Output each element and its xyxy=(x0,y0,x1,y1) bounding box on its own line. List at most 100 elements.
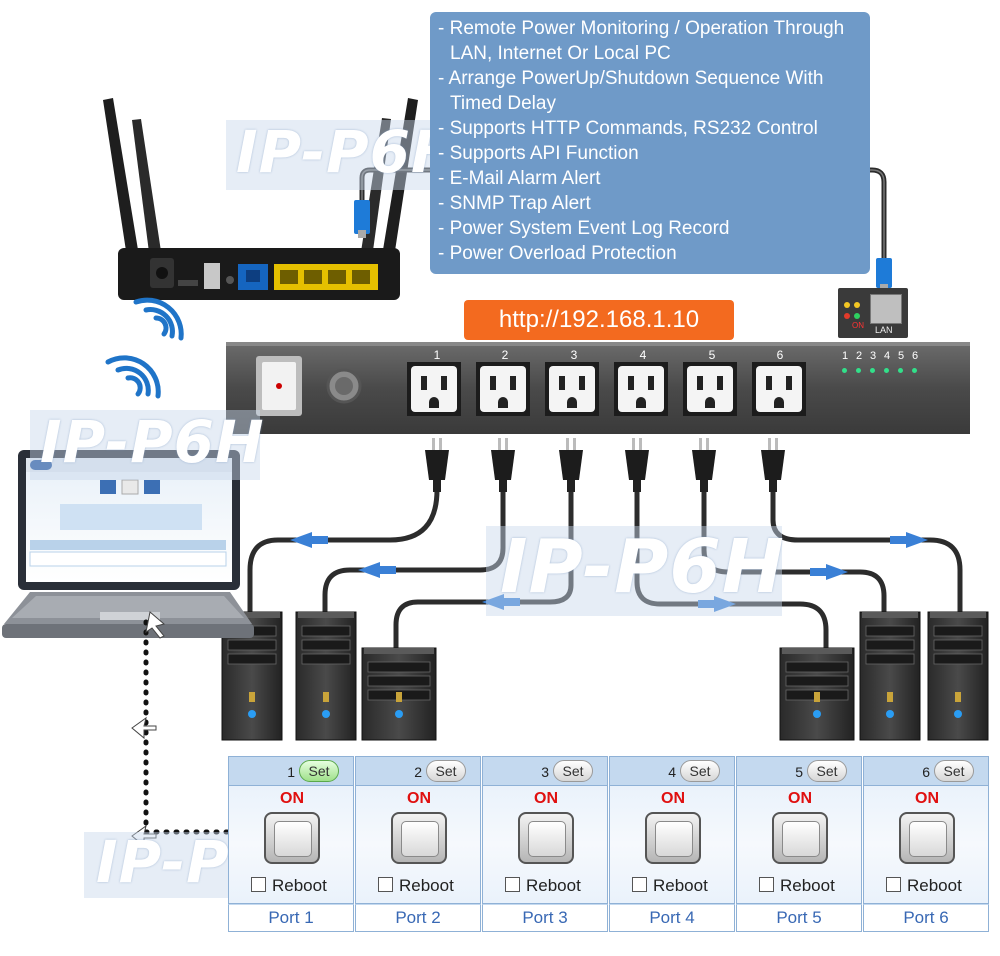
port-body: ON Reboot xyxy=(355,786,481,904)
feature-item: - Remote Power Monitoring / Operation Th… xyxy=(438,18,845,39)
feature-item: - E-Mail Alarm Alert xyxy=(438,168,601,189)
reboot-label: Reboot xyxy=(907,876,962,895)
power-plug xyxy=(692,438,716,492)
feature-item: - Power Overload Protection xyxy=(438,243,677,264)
led-number: 3 xyxy=(869,350,877,362)
port-status-led xyxy=(912,368,917,373)
reboot-checkbox[interactable] xyxy=(251,877,266,892)
power-toggle-button[interactable] xyxy=(772,812,828,864)
power-state: ON xyxy=(788,790,812,807)
toggle-face xyxy=(528,821,566,857)
reboot-checkbox[interactable] xyxy=(632,877,647,892)
power-outlet xyxy=(752,362,806,416)
reboot-option[interactable]: Reboot xyxy=(251,876,327,896)
feature-item: - Power System Event Log Record xyxy=(438,218,730,239)
power-toggle-button[interactable] xyxy=(645,812,701,864)
port-name: Port 4 xyxy=(609,904,735,932)
port-header: 5 Set xyxy=(736,756,862,786)
reboot-label: Reboot xyxy=(653,876,708,895)
power-toggle-button[interactable] xyxy=(899,812,955,864)
port-number: 6 xyxy=(922,764,930,780)
status-led xyxy=(854,313,860,319)
port-number: 1 xyxy=(287,764,295,780)
port-number: 5 xyxy=(795,764,803,780)
outlet-number: 4 xyxy=(639,348,647,362)
reboot-checkbox[interactable] xyxy=(378,877,393,892)
watermark: IP-P6H xyxy=(500,524,785,610)
toggle-face xyxy=(909,821,947,857)
power-toggle-button[interactable] xyxy=(518,812,574,864)
watermark: IP-P6H xyxy=(236,118,461,186)
toggle-face xyxy=(782,821,820,857)
port-header: 2 Set xyxy=(355,756,481,786)
reboot-checkbox[interactable] xyxy=(886,877,901,892)
toggle-face xyxy=(655,821,693,857)
power-state: ON xyxy=(915,790,939,807)
pdu-unit xyxy=(226,342,970,434)
power-toggle-button[interactable] xyxy=(391,812,447,864)
port-status-led xyxy=(856,368,861,373)
reboot-option[interactable]: Reboot xyxy=(505,876,581,896)
power-plug xyxy=(425,438,449,492)
toggle-face xyxy=(274,821,312,857)
power-state: ON xyxy=(534,790,558,807)
power-state: ON xyxy=(661,790,685,807)
port-column: 6 Set ON Reboot Port 6 xyxy=(863,756,989,932)
feature-item: LAN, Internet Or Local PC xyxy=(450,43,671,64)
set-button[interactable]: Set xyxy=(426,760,466,782)
computer-tower xyxy=(779,647,855,741)
computer-tower xyxy=(927,611,989,741)
reboot-option[interactable]: Reboot xyxy=(632,876,708,896)
led-number: 6 xyxy=(911,350,919,362)
power-plug xyxy=(491,438,515,492)
watermark-bg xyxy=(30,410,260,480)
ip-address-badge: http://192.168.1.10 xyxy=(464,300,734,340)
reboot-option[interactable]: Reboot xyxy=(378,876,454,896)
power-plug xyxy=(761,438,785,492)
reboot-option[interactable]: Reboot xyxy=(886,876,962,896)
port-control-panel: 1 Set ON Reboot Port 1 2 Set ON Reboot P… xyxy=(228,756,989,932)
port-number: 2 xyxy=(414,764,422,780)
port-body: ON Reboot xyxy=(609,786,735,904)
watermark: IP-P6H xyxy=(40,408,265,476)
cable-arrows xyxy=(290,532,928,612)
feature-item: - Supports API Function xyxy=(438,143,639,164)
computer-tower xyxy=(361,647,437,741)
port-header: 1 Set xyxy=(228,756,354,786)
outlet-number: 1 xyxy=(433,348,441,362)
lan-port xyxy=(870,294,902,324)
set-button[interactable]: Set xyxy=(807,760,847,782)
port-column: 2 Set ON Reboot Port 2 xyxy=(355,756,481,932)
reboot-label: Reboot xyxy=(526,876,581,895)
led-number: 1 xyxy=(841,350,849,362)
status-led xyxy=(844,313,850,319)
outlet-group xyxy=(407,362,806,416)
set-button[interactable]: Set xyxy=(553,760,593,782)
computer-tower xyxy=(859,611,921,741)
port-status-led xyxy=(898,368,903,373)
led-number: 4 xyxy=(883,350,891,362)
power-toggle-button[interactable] xyxy=(264,812,320,864)
lan-port-panel: ON LAN xyxy=(838,288,908,338)
set-button[interactable]: Set xyxy=(680,760,720,782)
feature-list: - Remote Power Monitoring / Operation Th… xyxy=(430,12,870,274)
reboot-option[interactable]: Reboot xyxy=(759,876,835,896)
wifi-icon-laptop xyxy=(105,355,161,399)
reboot-checkbox[interactable] xyxy=(759,877,774,892)
power-plug xyxy=(625,438,649,492)
port-name: Port 6 xyxy=(863,904,989,932)
set-button[interactable]: Set xyxy=(934,760,974,782)
port-body: ON Reboot xyxy=(736,786,862,904)
power-state: ON xyxy=(280,790,304,807)
set-button[interactable]: Set xyxy=(299,760,339,782)
reboot-checkbox[interactable] xyxy=(505,877,520,892)
outlet-number: 2 xyxy=(501,348,509,362)
port-status-led xyxy=(842,368,847,373)
wifi-icon xyxy=(133,297,184,341)
led-number: 2 xyxy=(855,350,863,362)
port-number: 3 xyxy=(541,764,549,780)
reboot-label: Reboot xyxy=(780,876,835,895)
power-outlet xyxy=(545,362,599,416)
reboot-label: Reboot xyxy=(272,876,327,895)
